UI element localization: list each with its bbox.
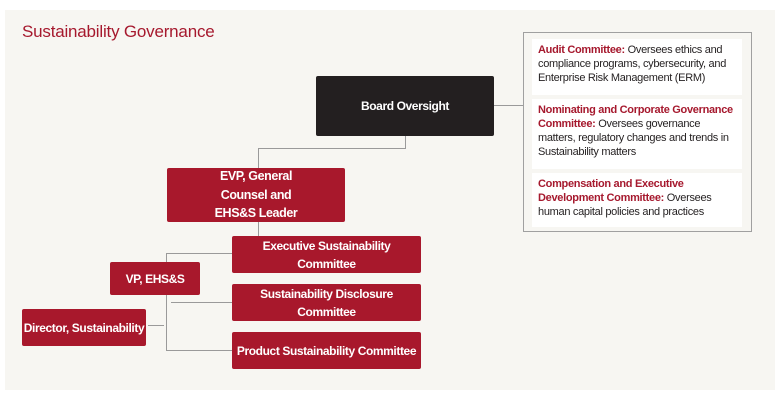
committee-card-audit: Audit Committee: Oversees ethics and com… (532, 39, 742, 95)
committee-card-compensation: Compensation and Executive Development C… (532, 173, 742, 227)
connector-line (494, 105, 523, 106)
director-sustainability-node: Director, Sustainability (22, 309, 146, 346)
committee-description: Oversees human capital policies and prac… (538, 192, 712, 218)
connector-line (405, 136, 406, 148)
connector-line (166, 253, 167, 350)
page-title: Sustainability Governance (22, 22, 215, 41)
connector-line (171, 302, 232, 303)
connector-line (166, 350, 232, 351)
connector-line (258, 148, 406, 149)
committee-name: Audit Committee: (538, 44, 625, 56)
evp-node: EVP, General Counsel and EHS&S Leader (167, 168, 345, 222)
connector-line (148, 325, 164, 326)
connector-line (258, 148, 259, 168)
board-committees-panel: Audit Committee: Oversees ethics and com… (523, 32, 752, 232)
committee-card-nominating: Nominating and Corporate Governance Comm… (532, 99, 742, 169)
vp-ehss-node: VP, EHS&S (110, 262, 200, 295)
committee-name: Nominating and Corporate Governance Comm… (538, 104, 733, 130)
connector-line (166, 253, 232, 254)
connector-line (258, 222, 259, 236)
committee-description: Oversees ethics and compliance programs,… (538, 44, 727, 84)
committee-description: Oversees governance matters, regulatory … (538, 118, 729, 158)
sustainability-disclosure-committee-node: Sustainability Disclosure Committee (232, 284, 421, 321)
product-sustainability-committee-node: Product Sustainability Committee (232, 332, 421, 369)
executive-sustainability-committee-node: Executive Sustainability Committee (232, 236, 421, 273)
committee-name: Compensation and Executive Development C… (538, 178, 684, 204)
board-oversight-node: Board Oversight (316, 76, 494, 136)
